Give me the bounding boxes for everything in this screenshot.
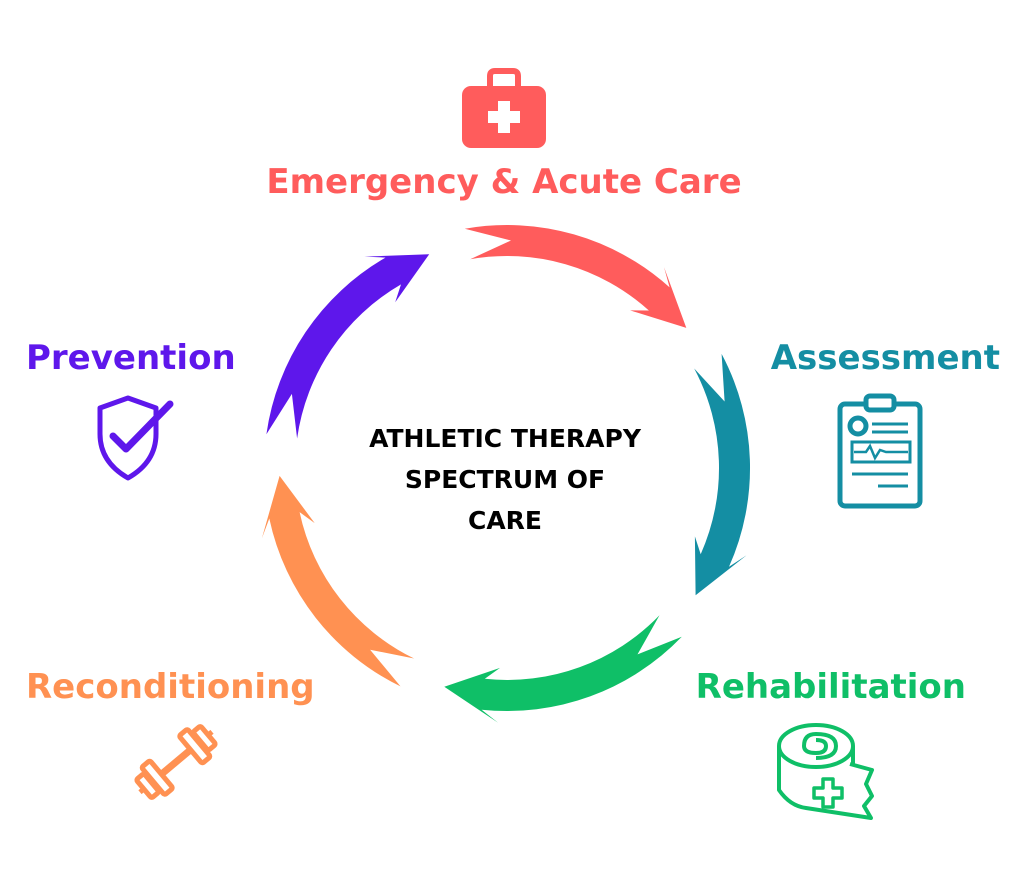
stage-label-prevention: Prevention xyxy=(26,338,236,378)
stage-label-assessment: Assessment xyxy=(770,338,1000,378)
shield-check-icon xyxy=(97,395,174,481)
arrow-segment-prevention xyxy=(266,254,430,439)
arrow-segment-rehab xyxy=(444,615,682,723)
clipboard-icon xyxy=(837,393,923,509)
stage-label-emergency: Emergency & Acute Care xyxy=(266,162,742,202)
arrow-segment-emergency xyxy=(464,225,687,328)
diagram-title-line: SPECTRUM OF xyxy=(404,465,606,494)
stage-label-reconditioning: Reconditioning xyxy=(26,667,315,707)
diagram-title-line: CARE xyxy=(467,506,543,535)
diagram-title: ATHLETIC THERAPY SPECTRUM OF CARE xyxy=(295,418,715,541)
bandage-roll-icon xyxy=(777,723,874,820)
first-aid-kit-icon xyxy=(462,68,546,148)
dumbbell-icon xyxy=(134,724,218,800)
stage-label-rehabilitation: Rehabilitation xyxy=(695,667,966,707)
arrow-segment-recond xyxy=(261,475,415,687)
arrow-segment-assessment xyxy=(694,353,751,596)
diagram-title-line: ATHLETIC THERAPY xyxy=(369,424,641,453)
